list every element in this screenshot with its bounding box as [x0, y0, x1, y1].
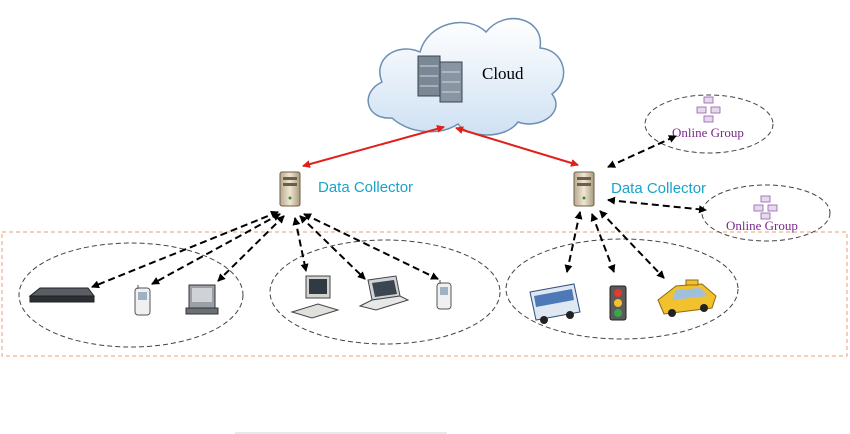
online-group-ellipse [644, 94, 774, 154]
laptop-icon [358, 275, 410, 311]
device-group-ellipse-2 [269, 239, 501, 345]
device-region-border [1, 231, 848, 357]
cloud-shape [367, 17, 565, 136]
mobile-phone-icon [436, 280, 452, 310]
cloud-link-left [302, 125, 445, 168]
traffic-light-icon [609, 285, 627, 321]
device-link [292, 217, 309, 272]
cloud-link-right [455, 126, 579, 167]
mobile-phone-icon [134, 285, 151, 316]
taxi-icon [657, 279, 717, 317]
group-link-top [607, 135, 677, 168]
device-link [299, 215, 366, 280]
cloud: Cloud [367, 17, 565, 136]
device-link [599, 210, 665, 279]
device-link [217, 215, 285, 282]
data-collector-label: Data Collector [611, 180, 706, 197]
set-top-box-icon [28, 287, 95, 303]
device-group-ellipse-1 [18, 242, 244, 348]
device-group-ellipse-3 [505, 238, 739, 340]
device-link [151, 213, 281, 285]
online-group-label: Online Group [726, 218, 798, 233]
device-link [564, 211, 583, 273]
server-tower-icon [279, 171, 301, 207]
data-collector-label: Data Collector [318, 179, 413, 196]
network-group-icon [753, 195, 778, 220]
online-group-ellipse [701, 184, 831, 242]
server-rack-icon [417, 55, 463, 103]
network-group-icon [696, 96, 721, 123]
group-link-bottom [607, 196, 707, 214]
online-group-bottom: Online Group [701, 184, 831, 242]
desktop-computer-icon [290, 275, 340, 319]
online-group-label: Online Group [672, 125, 744, 140]
scanner-icon [185, 284, 219, 315]
data-collector-left: Data Collector [279, 171, 413, 207]
server-tower-icon [573, 171, 595, 207]
online-group-top: Online Group [644, 94, 774, 154]
data-collector-right: Data Collector [573, 171, 706, 207]
bus-icon [529, 283, 581, 324]
device-link [303, 213, 439, 280]
cloud-label: Cloud [482, 64, 524, 83]
